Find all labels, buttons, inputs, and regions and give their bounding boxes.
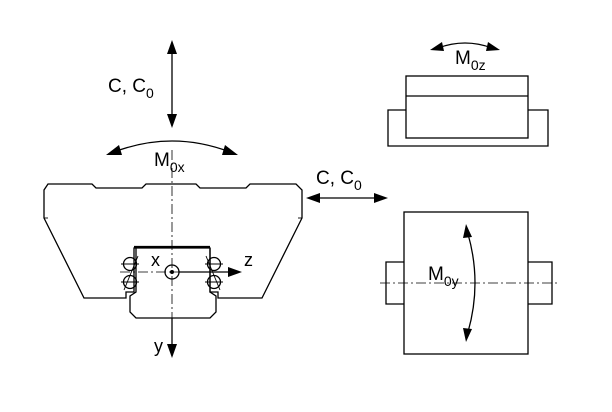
vertical-load-arrow (167, 40, 177, 128)
moment-z-arrow (430, 42, 500, 51)
label-axis-x: x (151, 250, 160, 270)
carriage-front-view (43, 183, 303, 299)
label-moment-y: M0y (428, 264, 459, 289)
y-axis-arrow (167, 318, 177, 358)
label-axis-z: z (244, 250, 253, 270)
label-load-side: C, C0 (316, 168, 362, 193)
moment-y-arrow (463, 224, 476, 342)
ball-elements (121, 255, 223, 291)
label-moment-z: M0z (455, 48, 486, 73)
z-axis-arrow (179, 267, 242, 277)
centre-lines (120, 150, 232, 330)
carriage-side-view (380, 211, 560, 355)
label-axis-y: y (154, 336, 163, 356)
guide-rail (129, 245, 217, 319)
moment-x-arrow (106, 140, 238, 155)
label-load-top: C, C0 (108, 76, 154, 101)
horizontal-load-arrow (306, 193, 388, 203)
label-moment-x: M0x (154, 150, 185, 175)
carriage-top-view (387, 75, 549, 147)
